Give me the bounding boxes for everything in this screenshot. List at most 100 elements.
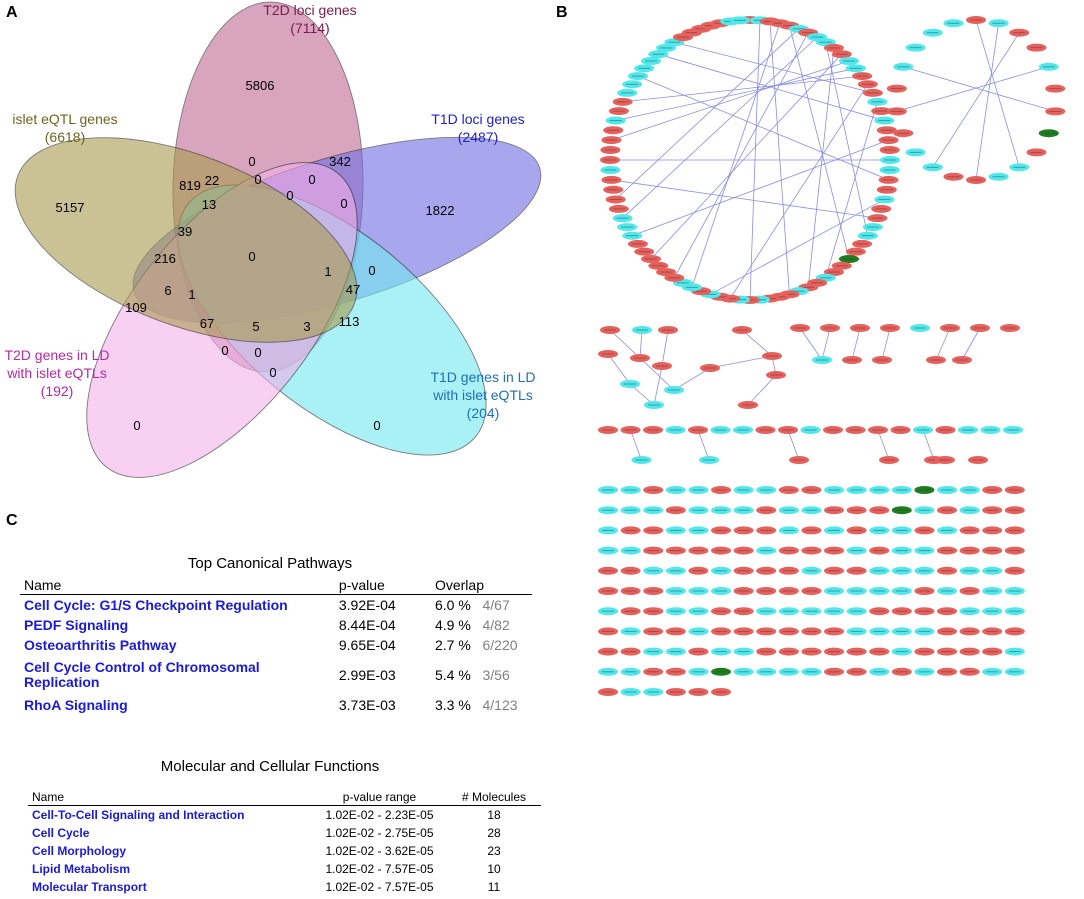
- gene-node-label: [849, 251, 862, 253]
- gene-node-label: [714, 296, 727, 298]
- gene-node-label: [882, 139, 895, 141]
- gene-node-label: [607, 189, 620, 191]
- function-name-link[interactable]: Lipid Metabolism: [32, 862, 131, 876]
- pathway-name-link[interactable]: Osteoarthritis Pathway: [24, 637, 177, 653]
- network-edge: [673, 32, 809, 278]
- gene-node: [622, 231, 643, 240]
- network-edge: [611, 60, 850, 141]
- gene-node: [1004, 647, 1025, 656]
- region-count: 47: [346, 282, 360, 297]
- gene-node-label: [963, 671, 976, 673]
- gene-node: [914, 486, 935, 494]
- gene-node-label: [873, 509, 886, 511]
- set-label-t1d-ld-count: (204): [467, 405, 500, 421]
- gene-node: [733, 607, 754, 616]
- table-row: Molecular Transport 1.02E-02 - 7.57E-05 …: [28, 880, 541, 898]
- gene-node: [845, 426, 866, 434]
- gene-node: [890, 426, 911, 434]
- gene-node-label: [737, 489, 750, 491]
- function-name-link[interactable]: Cell Morphology: [32, 844, 126, 858]
- set-label-islet-eqtl-count: (6618): [45, 129, 85, 145]
- pathway-name-link[interactable]: Cell Cycle: G1/S Checkpoint Regulation: [24, 597, 288, 613]
- gene-node: [664, 386, 684, 394]
- network-edge: [932, 32, 1020, 168]
- gene-node-label: [624, 489, 637, 491]
- gene-node: [926, 356, 946, 364]
- function-name-link[interactable]: Cell Cycle: [32, 826, 90, 840]
- gene-node: [634, 247, 655, 256]
- gene-node: [869, 627, 890, 636]
- gene-node: [756, 506, 777, 515]
- gene-node-label: [974, 327, 986, 329]
- gene-node: [823, 43, 844, 52]
- gene-node-label: [986, 671, 999, 673]
- gene-node-label: [850, 590, 863, 592]
- gene-node: [800, 426, 821, 434]
- network-edge: [787, 429, 800, 461]
- function-range: 1.02E-02 - 2.23E-05: [325, 808, 434, 822]
- gene-node-label: [734, 19, 747, 21]
- gene-node: [601, 136, 622, 145]
- gene-node: [824, 566, 844, 575]
- pathway-name-link[interactable]: PEDF Signaling: [24, 617, 129, 633]
- region-count: 6: [164, 283, 171, 298]
- gene-node: [778, 506, 799, 515]
- gene-node-label: [715, 570, 727, 572]
- gene-node-label: [914, 327, 926, 329]
- gene-node-label: [676, 282, 689, 284]
- gene-node-label: [873, 550, 886, 552]
- gene-node: [846, 587, 867, 595]
- gene-node: [605, 116, 626, 125]
- set-label-t2d-ld-count: (192): [41, 383, 74, 399]
- gene-node-label: [763, 298, 776, 300]
- gene-node: [937, 667, 957, 676]
- gene-node-label: [602, 630, 614, 632]
- gene-node: [600, 165, 621, 174]
- network-edge: [691, 23, 781, 288]
- network-edge: [825, 101, 878, 278]
- gene-node-label: [744, 19, 756, 21]
- gene-node: [600, 326, 620, 334]
- region-count: 67: [200, 316, 214, 331]
- gene-node-label: [715, 671, 727, 673]
- gene-node-label: [647, 489, 660, 491]
- gene-node: [868, 426, 888, 434]
- gene-node: [711, 627, 731, 636]
- set-label-t1d-loci-count: (2487): [458, 129, 498, 145]
- gene-node: [878, 175, 899, 184]
- gene-node: [914, 587, 935, 595]
- pathway-name-link[interactable]: RhoA Signaling: [24, 697, 128, 713]
- gene-node-label: [692, 691, 705, 693]
- gene-node-label: [970, 19, 982, 21]
- gene-node: [1004, 546, 1025, 555]
- functions-header: Name p-value range # Molecules: [28, 790, 541, 806]
- gene-node: [620, 426, 641, 434]
- pathway-name-link[interactable]: Cell Cycle Control of Chromosomal Replic…: [20, 660, 339, 690]
- pathway-overlap-ratio: 4/123: [482, 697, 518, 713]
- function-name-link[interactable]: Molecular Transport: [32, 880, 147, 894]
- pathway-overlap-ratio: 4/82: [482, 617, 510, 633]
- gene-node: [733, 486, 754, 494]
- gene-node: [627, 72, 648, 81]
- gene-node: [733, 667, 754, 676]
- gene-node-label: [926, 166, 939, 168]
- gene-node: [959, 486, 980, 494]
- network-edge: [749, 20, 761, 301]
- network-edge: [632, 139, 889, 237]
- network-edge: [709, 355, 773, 369]
- region-count: 3: [303, 319, 310, 334]
- gene-node: [643, 607, 664, 616]
- region-count: 109: [125, 300, 147, 315]
- function-name-link[interactable]: Cell-To-Cell Signaling and Interaction: [32, 808, 245, 822]
- network-edge: [639, 357, 675, 391]
- gene-node-label: [895, 550, 908, 552]
- region-count: 0: [368, 263, 375, 278]
- network-edge: [729, 84, 869, 299]
- gene-node-label: [692, 570, 705, 572]
- gene-node-label: [692, 529, 705, 531]
- gene-node: [824, 546, 844, 555]
- gene-node: [598, 350, 618, 358]
- gene-node-label: [604, 329, 616, 331]
- table-row: RhoA Signaling 3.73E-03 3.3 % 4/123: [20, 693, 532, 717]
- gene-node: [711, 688, 731, 696]
